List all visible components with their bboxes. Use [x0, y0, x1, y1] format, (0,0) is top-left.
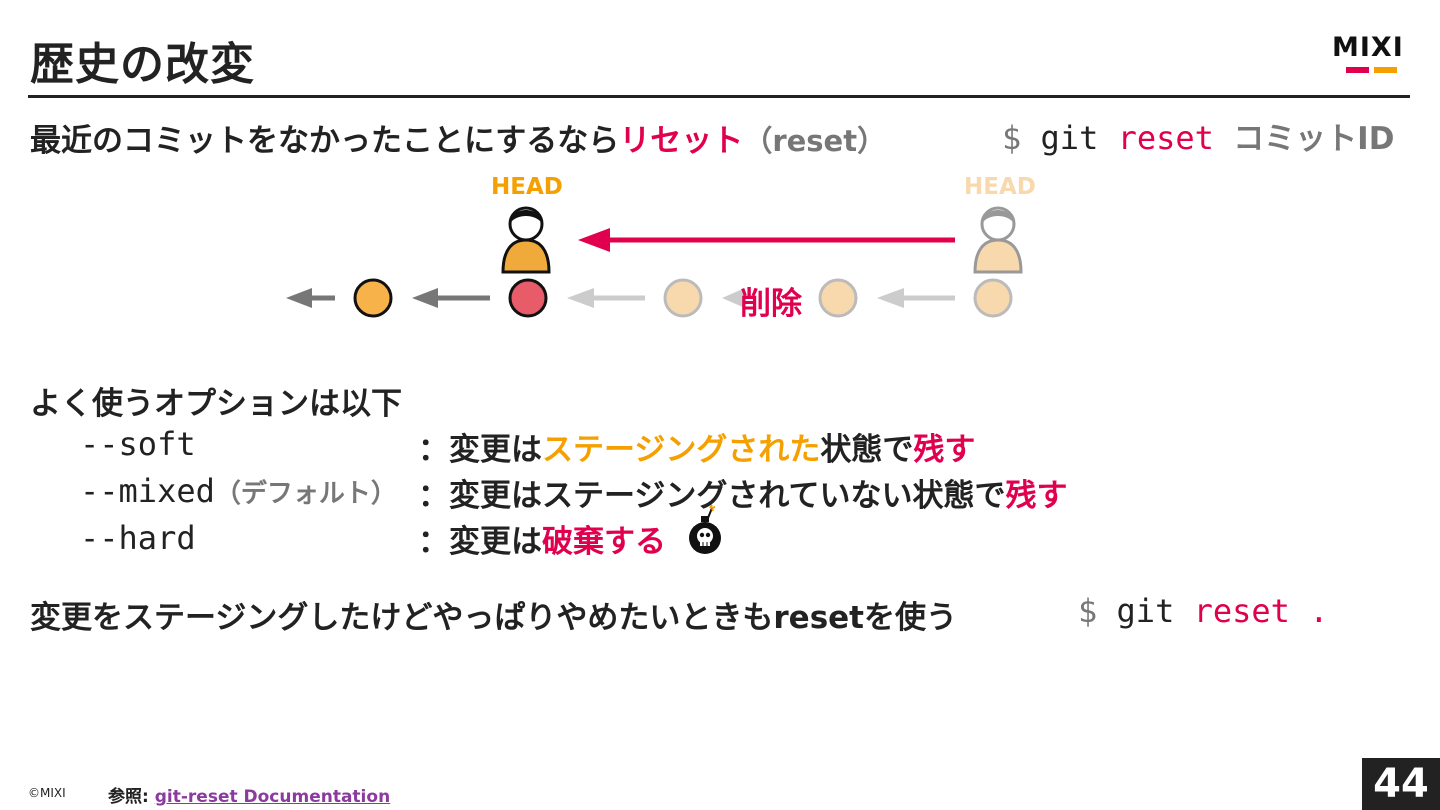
intro-prefix: 最近のコミットをなかったことにするなら [30, 123, 620, 159]
delete-label: 削除 [740, 286, 802, 322]
prompt-symbol-2: $ [1078, 592, 1098, 630]
option-hard-desc-a: 変更は [449, 524, 542, 560]
option-hard-end: 破棄する [542, 524, 666, 560]
head-label-current: HEAD [491, 174, 563, 200]
intro-line: 最近のコミットをなかったことにするならリセット（reset） [30, 115, 886, 160]
cmd-reset: reset [1117, 119, 1214, 157]
bomb-icon [689, 504, 721, 554]
option-soft-desc: ：変更はステージングされた状態で残す [418, 424, 975, 469]
commit-arrow-4 [722, 288, 745, 308]
command-reset-commit: $ git reset コミットID [1002, 113, 1394, 158]
commit-node-2 [508, 278, 548, 318]
option-soft-desc-a: 変更は [449, 432, 542, 468]
cmd-arg: コミットID [1233, 121, 1395, 157]
reference-label: 参照: [108, 787, 149, 807]
intro-suffix: （reset） [743, 124, 887, 158]
page-number: 44 [1362, 758, 1440, 810]
option-soft-end: 残す [913, 432, 976, 468]
bottom-line: 変更をステージングしたけどやっぱりやめたいときもresetを使う [30, 600, 957, 636]
mixi-logo: MIXI [1332, 34, 1412, 76]
commit-arrow-5 [877, 288, 955, 308]
commit-node-1 [353, 278, 393, 318]
cmd2-git: git [1116, 592, 1175, 630]
option-mixed-flag: --mixed（デフォルト） [80, 472, 397, 510]
head-person-previous [973, 206, 1023, 274]
head-person-current [501, 206, 551, 274]
option-hard-desc: ：変更は破棄する [418, 516, 666, 561]
commit-arrow-3 [567, 288, 645, 308]
page-title: 歴史の改変 [30, 39, 255, 90]
title-divider [28, 95, 1410, 98]
option-mixed-end: 残す [1005, 478, 1068, 514]
option-mixed-flag-text: --mixed [80, 472, 215, 510]
cmd-git: git [1040, 119, 1099, 157]
cmd2-arg: . [1309, 592, 1329, 630]
commit-node-3 [663, 278, 703, 318]
intro-highlight: リセット [619, 123, 744, 159]
option-mixed-note: （デフォルト） [214, 479, 397, 509]
option-hard-flag: --hard [80, 519, 196, 557]
logo-bar-orange [1374, 67, 1397, 73]
options-heading: よく使うオプションは以下 [30, 386, 402, 422]
option-mixed-desc: ：変更はステージングされていない状態で残す [418, 470, 1067, 515]
prompt-symbol: $ [1002, 119, 1022, 157]
option-soft-flag: --soft [80, 425, 196, 463]
command-reset-dot: $ git reset . [1078, 592, 1328, 630]
option-mixed-colon: ： [418, 478, 449, 514]
cmd2-reset: reset [1193, 592, 1290, 630]
option-soft-desc-b: 状態で [820, 432, 914, 468]
head-label-previous: HEAD [964, 174, 1036, 200]
option-soft-colon: ： [418, 432, 449, 468]
reference-link[interactable]: git-reset Documentation [154, 787, 391, 807]
commit-node-5 [973, 278, 1013, 318]
option-soft-highlight: ステージングされた [542, 432, 821, 468]
commit-arrow-2 [412, 288, 490, 308]
copyright: ©MIXI [28, 786, 66, 800]
option-mixed-desc-a: 変更はステージングされていない状態で [449, 478, 1006, 514]
logo-text: MIXI [1332, 32, 1404, 63]
option-hard-colon: ： [418, 524, 449, 560]
reference: 参照: git-reset Documentation [108, 782, 390, 807]
commit-arrow-1 [286, 288, 335, 308]
head-move-arrow [578, 228, 955, 252]
logo-bar-pink [1346, 67, 1369, 73]
commit-node-4 [818, 278, 858, 318]
